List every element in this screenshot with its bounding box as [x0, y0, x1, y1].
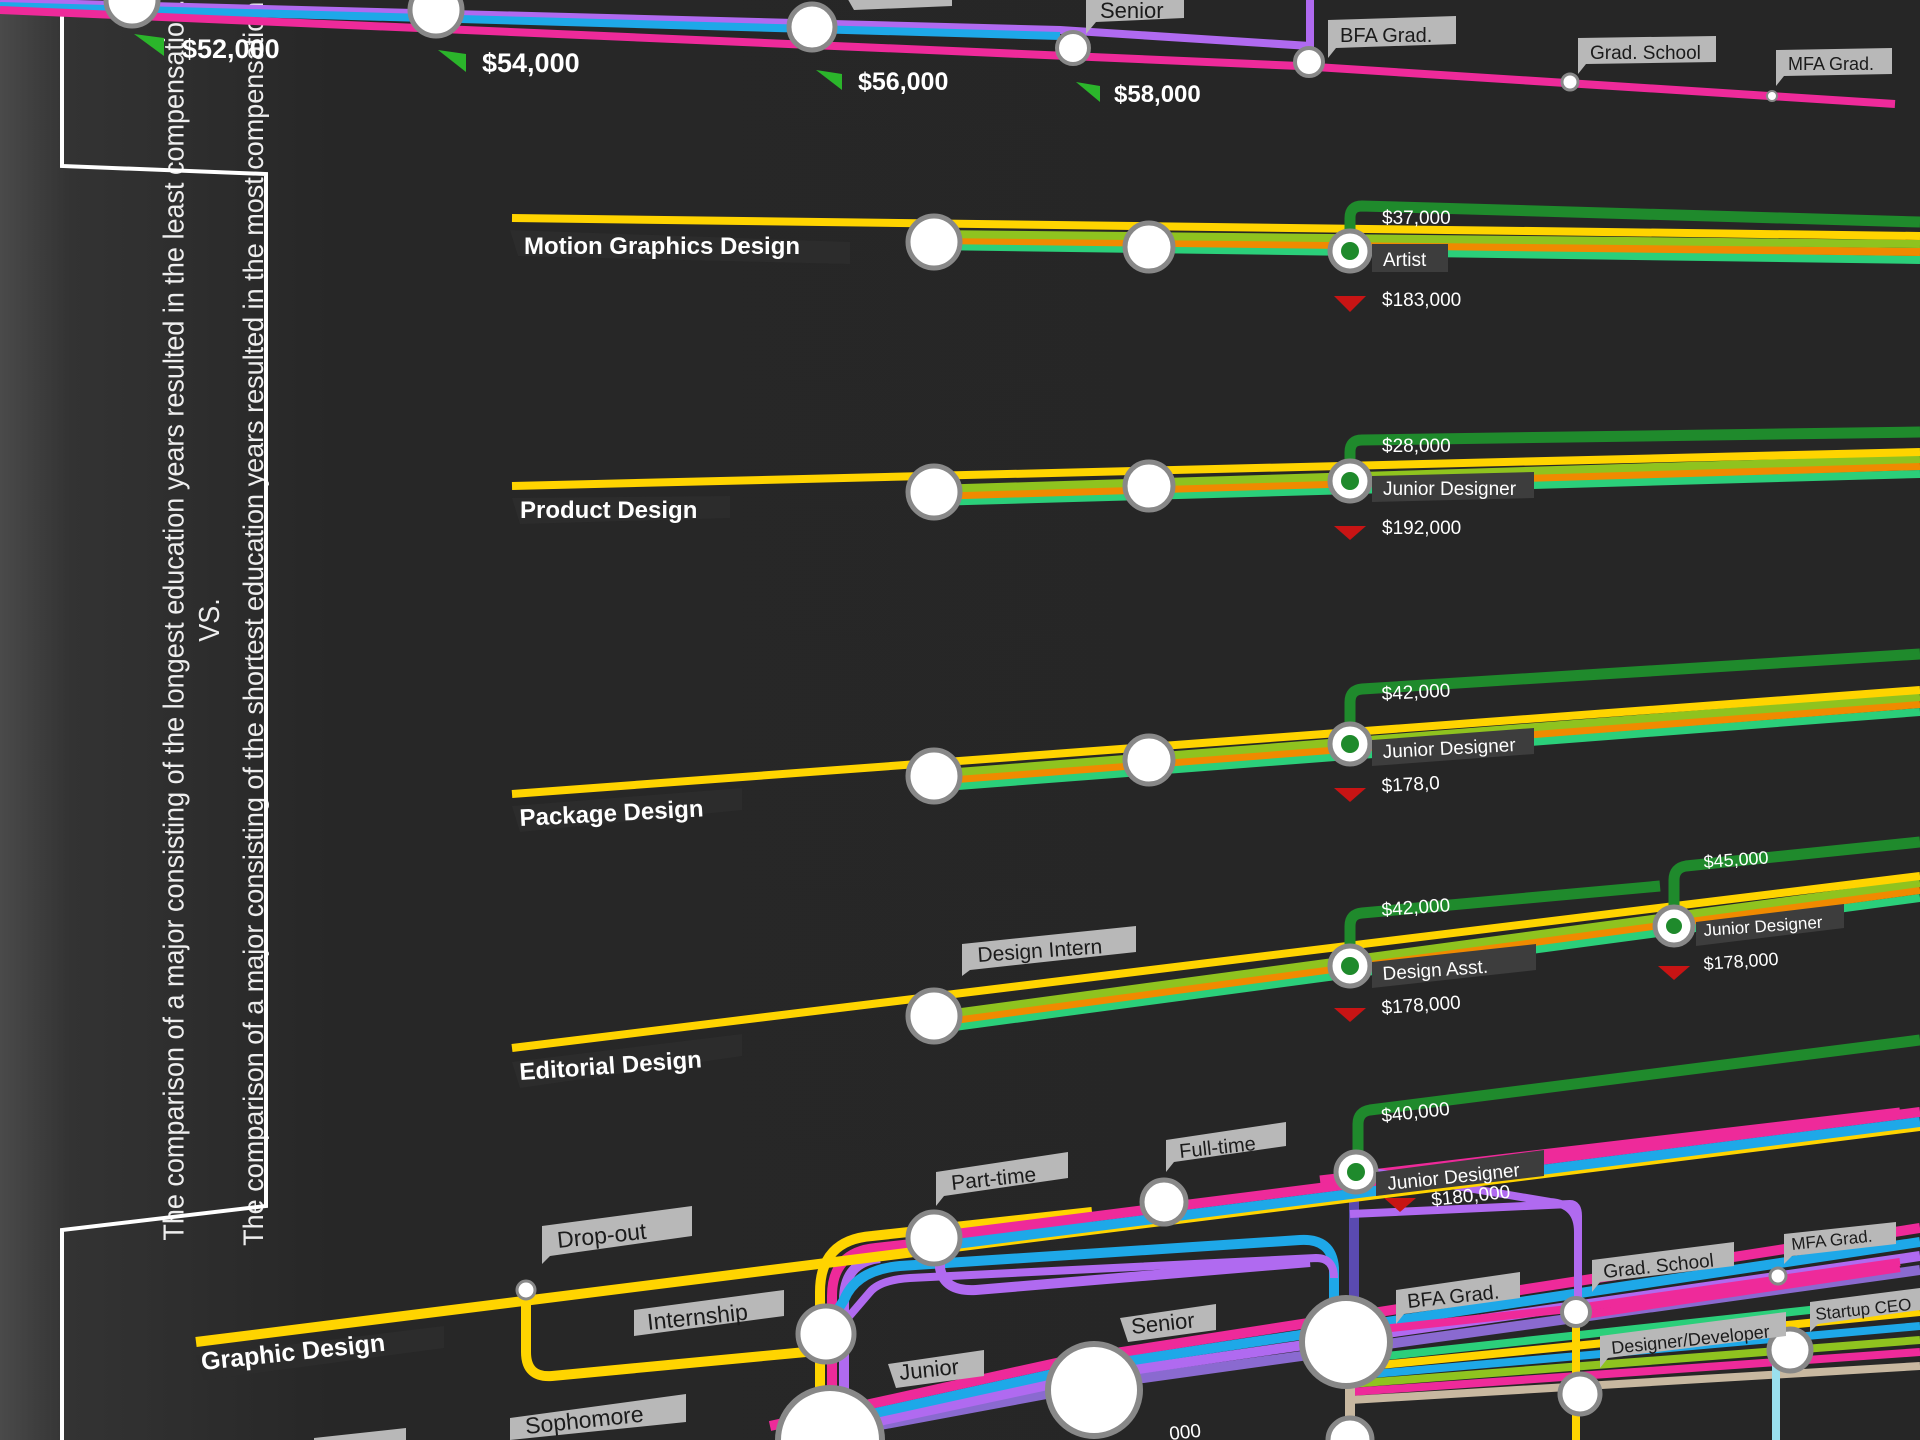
line-name-package: Package Design: [519, 795, 704, 832]
top-station-node: [1766, 90, 1778, 102]
partial-salary-graphic: 000: [1168, 1421, 1202, 1440]
label-senior: Senior: [1120, 1304, 1216, 1342]
label-internship: Internship: [634, 1290, 784, 1336]
station-node: [795, 1303, 857, 1365]
route-package: Package Design $42,000 Junior Designer $…: [511, 648, 1920, 832]
label-top-cut: [848, 0, 952, 10]
svg-text:Design Intern: Design Intern: [977, 935, 1103, 967]
station-node: [1045, 1341, 1143, 1439]
down-arrow-icon: [1384, 1198, 1416, 1212]
top-salary-2: $54,000: [482, 48, 580, 78]
top-salary-1: $52,000: [182, 34, 280, 64]
station-node: [1299, 1295, 1393, 1389]
max-salary-product: $192,000: [1382, 518, 1461, 539]
station-node: [1557, 1371, 1603, 1417]
label-junior: Junior: [888, 1350, 984, 1388]
label-design-intern: Design Intern: [962, 926, 1136, 976]
down-arrow-icon: [1334, 296, 1366, 312]
station-node: [1122, 459, 1176, 513]
top-station-node: [103, 0, 161, 29]
top-route-group: $52,000 $54,000 $56,000 $58,000 Senior B…: [0, 0, 1896, 108]
station-node: [775, 1385, 885, 1440]
station-node: [905, 747, 963, 805]
down-arrow-icon: [1334, 526, 1366, 540]
svg-text:Junior: Junior: [898, 1354, 960, 1385]
station-node: [1768, 1266, 1788, 1286]
label-senior-top: Senior: [1086, 0, 1184, 34]
svg-text:Sophomore: Sophomore: [524, 1401, 645, 1439]
down-arrow-icon: [1334, 1008, 1366, 1022]
up-arrow-icon: [816, 70, 842, 90]
station-node: [1560, 1296, 1592, 1328]
station-node: [905, 1209, 963, 1267]
second-max-salary-editorial: $178,000: [1703, 949, 1779, 974]
line-name-motion: Motion Graphics Design: [524, 233, 800, 260]
station-node: [905, 463, 963, 521]
top-salary-3: $56,000: [858, 68, 948, 96]
role-motion: Artist: [1383, 250, 1427, 271]
label-dropout: Drop-out: [542, 1206, 692, 1264]
label-fulltime: Full-time: [1166, 1122, 1286, 1172]
route-product: Product Design $28,000 Junior Designer $…: [511, 426, 1920, 540]
label-sophomore: Sophomore: [510, 1394, 686, 1440]
label-mfa-top: MFA Grad.: [1776, 48, 1892, 86]
svg-text:Senior: Senior: [1100, 0, 1164, 23]
role-product: Junior Designer: [1383, 479, 1517, 500]
route-graphic: Graphic Design Drop-out Internship: [195, 1034, 1920, 1440]
top-station-node: [407, 0, 465, 39]
max-salary-editorial: $178,000: [1381, 993, 1462, 1019]
svg-text:BFA Grad.: BFA Grad.: [1340, 25, 1432, 47]
top-salary-4: $58,000: [1114, 81, 1201, 108]
line-name-editorial: Editorial Design: [519, 1046, 703, 1086]
station-node: [515, 1279, 537, 1301]
label-parttime: Part-time: [936, 1152, 1068, 1206]
max-salary-package: $178,0: [1381, 773, 1440, 797]
label-bfa-top: BFA Grad.: [1328, 16, 1456, 58]
max-salary-motion: $183,000: [1382, 290, 1461, 311]
label-gradschool-top: Grad. School: [1578, 36, 1716, 74]
station-node: [1325, 1415, 1375, 1440]
down-arrow-icon: [1658, 966, 1690, 980]
start-salary-product: $28,000: [1382, 436, 1451, 457]
up-arrow-icon: [134, 34, 164, 56]
svg-text:Internship: Internship: [646, 1299, 749, 1335]
up-arrow-icon: [438, 50, 466, 72]
svg-text:MFA Grad.: MFA Grad.: [1788, 54, 1874, 74]
svg-text:Senior: Senior: [1130, 1307, 1196, 1339]
station-node: [1766, 1326, 1814, 1374]
route-editorial: Editorial Design Design Intern $42,000 D…: [511, 836, 1920, 1088]
start-salary-motion: $37,000: [1382, 208, 1451, 229]
bracket-frame: [60, 0, 268, 1440]
station-node: [905, 213, 963, 271]
top-station-node: [786, 1, 838, 53]
line-name-product: Product Design: [520, 497, 697, 524]
top-station-node: [1293, 46, 1325, 78]
top-station-node: [1055, 30, 1091, 66]
down-arrow-icon: [1334, 788, 1366, 802]
station-node: [905, 987, 963, 1045]
route-motion-graphics: Motion Graphics Design $37,000 Artist $1…: [510, 200, 1920, 312]
start-salary-package: $42,000: [1381, 680, 1451, 705]
up-arrow-icon: [1076, 82, 1100, 102]
second-start-salary-editorial: $45,000: [1703, 847, 1769, 871]
svg-text:Grad. School: Grad. School: [1590, 43, 1701, 64]
label-cut-bottom: [314, 1428, 406, 1440]
station-node: [1122, 220, 1176, 274]
top-station-node: [1560, 72, 1580, 92]
station-node: [1139, 1177, 1189, 1227]
station-node: [1122, 733, 1176, 787]
start-salary-editorial: $42,000: [1381, 895, 1451, 921]
